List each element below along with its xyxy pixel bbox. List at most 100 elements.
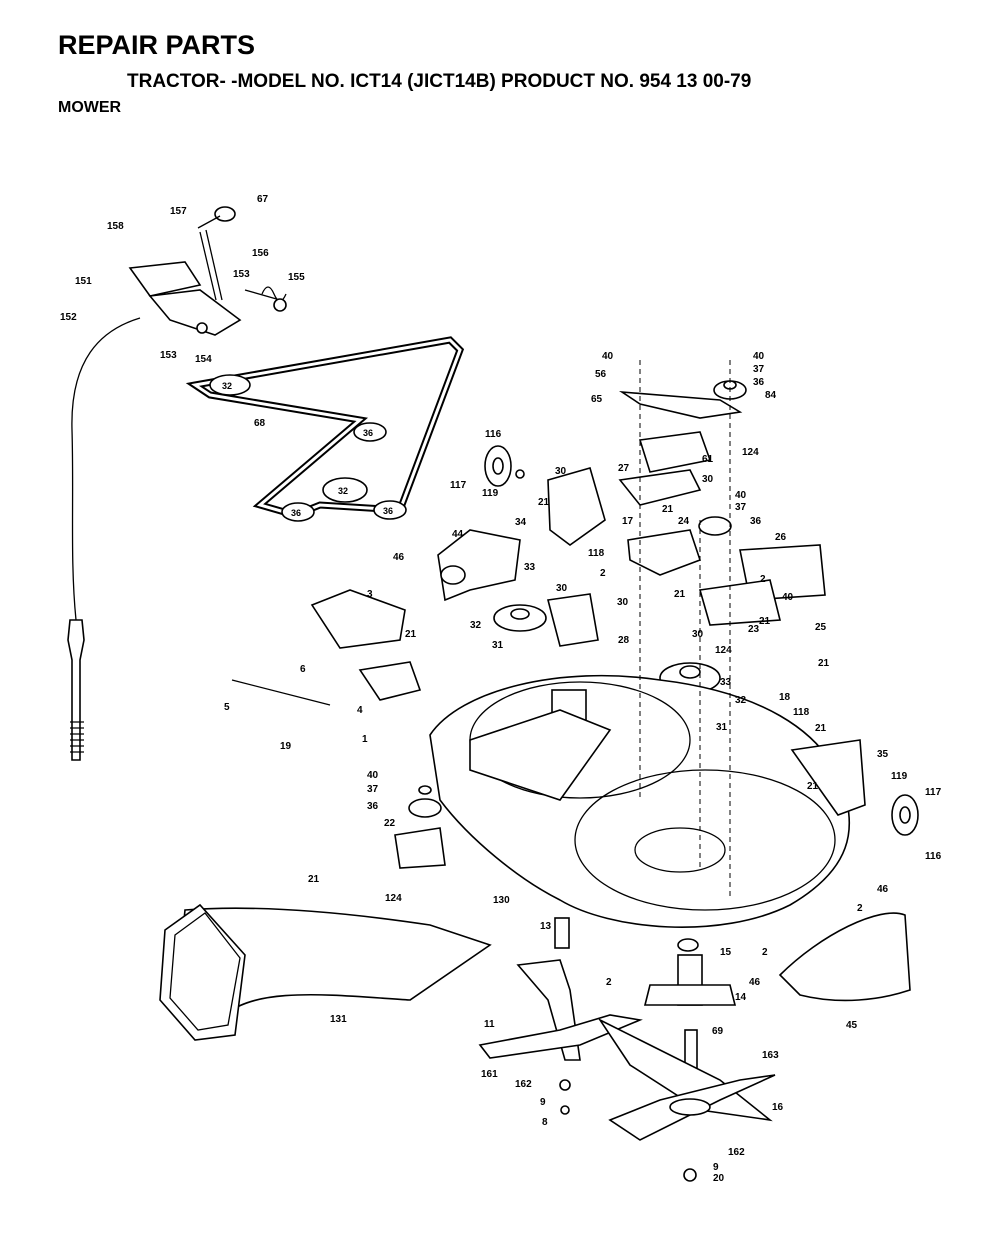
part-callout: 30 (555, 466, 567, 477)
idler-bracket-upper (618, 380, 826, 626)
part-callout: 2 (600, 568, 606, 579)
part-callout: 46 (393, 552, 405, 563)
part-callout: 28 (618, 635, 630, 646)
part-callout: 21 (538, 497, 550, 508)
part-callout: 11 (484, 1019, 495, 1030)
part-callout: 130 (493, 895, 510, 906)
part-callout: 18 (779, 692, 791, 703)
gauge-wheel-right (790, 739, 919, 836)
model-subtitle: TRACTOR- -MODEL NO. ICT14 (JICT14B) PROD… (127, 71, 752, 92)
belt-pulley-label: 36 (383, 506, 393, 516)
part-callout: 116 (925, 851, 942, 862)
part-callout: 119 (891, 771, 908, 782)
mower-blades (478, 959, 776, 1182)
cable-end (67, 619, 85, 761)
belt-pulley-label: 36 (291, 508, 301, 518)
part-callout: 5 (224, 702, 230, 713)
part-callout: 17 (622, 516, 634, 527)
part-callout: 40 (602, 351, 614, 362)
part-callout: 21 (308, 874, 320, 885)
part-callout: 124 (742, 447, 759, 458)
deck-baffle (469, 709, 612, 801)
part-callout: 27 (618, 463, 630, 474)
part-callout: 1 (362, 734, 368, 745)
part-callout: 2 (857, 903, 863, 914)
part-callout: 21 (818, 658, 830, 669)
part-callout: 22 (384, 818, 396, 829)
part-callout: 40 (782, 592, 794, 603)
part-callout: 32 (470, 620, 482, 631)
part-callout: 56 (595, 369, 607, 380)
part-callout: 124 (715, 645, 732, 656)
belt-pulley-markers: 32 36 32 36 36 (209, 374, 407, 522)
part-callout: 40 (367, 770, 379, 781)
part-callout: 44 (452, 529, 464, 540)
part-callout: 84 (765, 390, 777, 401)
part-callout: 30 (692, 629, 704, 640)
part-callout: 8 (542, 1117, 548, 1128)
belt-pulley-marker (322, 477, 368, 503)
part-callout: 31 (716, 722, 728, 733)
part-callout: 40 (735, 490, 747, 501)
part-callout: 16 (772, 1102, 784, 1113)
part-callout: 25 (815, 622, 827, 633)
lift-cable (71, 317, 141, 621)
part-callout: 26 (775, 532, 787, 543)
part-callout: 163 (762, 1050, 779, 1061)
belt-pulley-marker (353, 422, 387, 442)
part-callout: 34 (515, 517, 527, 528)
section-heading: MOWER (58, 99, 122, 116)
part-callout: 116 (485, 429, 502, 440)
part-callout: 151 (75, 276, 92, 287)
part-callout: 2 (606, 977, 612, 988)
part-callout: 131 (330, 1014, 347, 1025)
part-callout: 21 (674, 589, 686, 600)
part-callout: 21 (759, 616, 771, 627)
part-callout: 68 (254, 418, 266, 429)
part-callout: 118 (793, 707, 810, 718)
part-callout: 21 (405, 629, 417, 640)
belt-pulley-label: 32 (222, 381, 232, 391)
part-callout: 35 (877, 749, 889, 760)
part-callout: 46 (877, 884, 889, 895)
left-idler-pulley (394, 785, 446, 869)
part-callout: 119 (482, 488, 499, 499)
belt-pulley-label: 36 (363, 428, 373, 438)
part-callout: 61 (702, 454, 714, 465)
part-callout: 2 (762, 947, 768, 958)
discharge-chute (159, 903, 492, 1041)
part-callout: 3 (367, 589, 373, 600)
page-title: REPAIR PARTS (58, 30, 256, 60)
part-callout: 40 (753, 351, 765, 362)
part-callout: 152 (60, 312, 77, 323)
part-callout: 31 (492, 640, 504, 651)
belt-guard-left (231, 467, 606, 706)
belt-pulley-marker (373, 500, 407, 520)
part-callout: 157 (170, 206, 187, 217)
part-callout: 30 (617, 597, 629, 608)
part-callout: 162 (728, 1147, 745, 1158)
part-callout: 67 (257, 194, 269, 205)
part-callout: 23 (748, 624, 760, 635)
part-callout: 30 (556, 583, 568, 594)
part-callout: 124 (385, 893, 402, 904)
part-callout: 154 (195, 354, 212, 365)
belt-pulley-marker (281, 502, 315, 522)
part-callout: 9 (540, 1097, 546, 1108)
part-callout: 21 (807, 781, 819, 792)
part-callout: 162 (515, 1079, 532, 1090)
part-callout: 117 (450, 480, 467, 491)
part-callout: 21 (815, 723, 827, 734)
gauge-wheel-upper (484, 445, 525, 487)
part-callouts: 67 157 158 156 153 155 151 152 153 154 6… (60, 194, 942, 1184)
part-callout: 153 (160, 350, 177, 361)
part-callout: 21 (662, 504, 674, 515)
part-callout: 156 (252, 248, 269, 259)
part-callout: 20 (713, 1173, 725, 1184)
part-callout: 15 (720, 947, 732, 958)
part-callout: 13 (540, 921, 552, 932)
part-callout: 153 (233, 269, 250, 280)
part-callout: 33 (524, 562, 536, 573)
part-callout: 2 (760, 574, 766, 585)
